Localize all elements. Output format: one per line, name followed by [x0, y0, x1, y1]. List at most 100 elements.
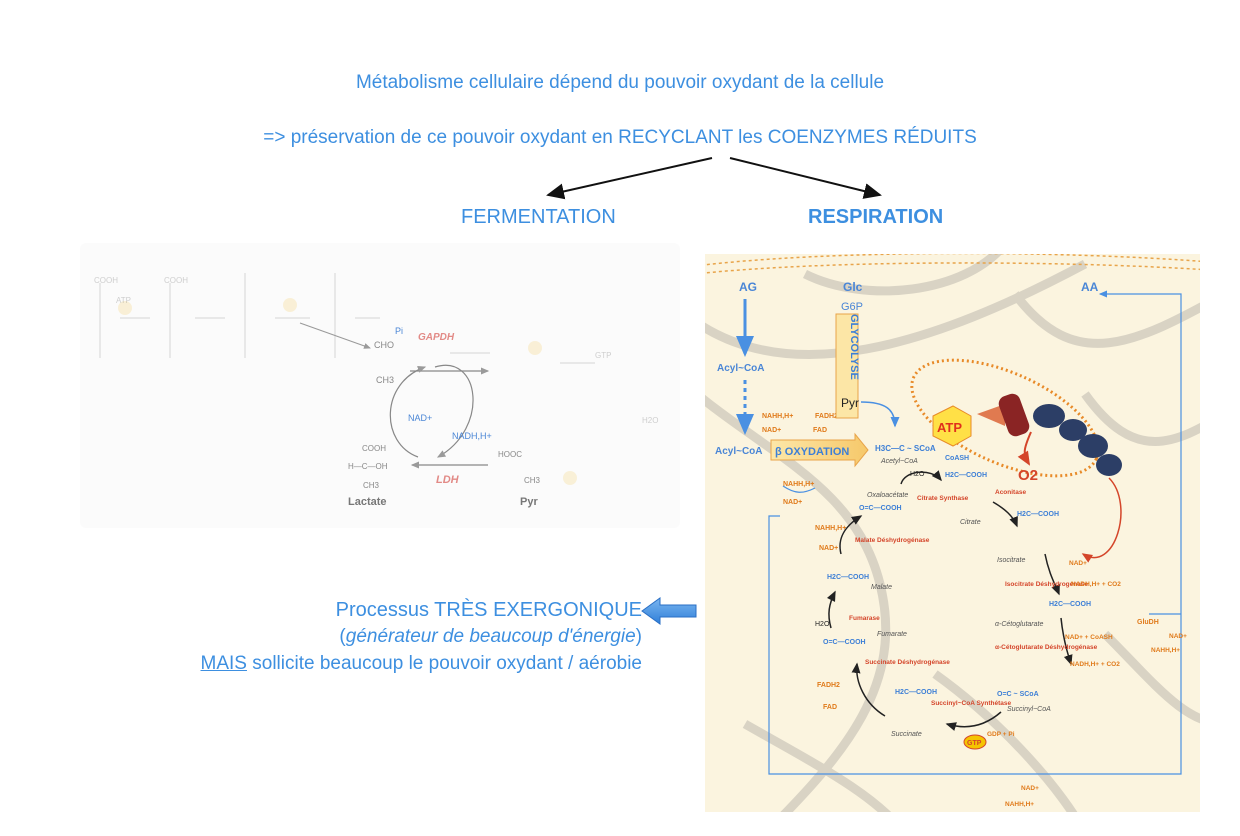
title-line-2: => préservation de ce pouvoir oxydant en… [263, 127, 977, 148]
mdh-nad-label: NAD+ [819, 545, 838, 552]
gdp-pi-label: GDP + Pi [987, 731, 1015, 738]
gtp-badge [963, 734, 987, 750]
note-mais-underlined: MAIS [200, 653, 247, 674]
o2-arrow [1017, 431, 1032, 466]
nadh-shuttle-arrow [782, 485, 816, 493]
beta-nad-label: NAD+ [762, 427, 781, 434]
arrow-to-respiration [729, 157, 882, 199]
respiration-label: RESPIRATION [808, 206, 944, 228]
ferm-pyr-hooc: HOOC [498, 450, 522, 459]
malate-formula: H2C—COOH [827, 574, 869, 581]
h2o-label: H2O [910, 471, 925, 478]
beta-nadh-label: NAHH,H+ [762, 413, 793, 420]
faded-glycolysis-steps [99, 273, 595, 485]
gludh-label: GluDH [1137, 619, 1159, 626]
akg-formula: H2C—COOH [1049, 601, 1091, 608]
ferm-cho-label: CHO [374, 340, 394, 350]
ferm-ch2-label: CH3 [376, 375, 394, 385]
aa-label: AA [1081, 280, 1099, 294]
fumarate-formula: O=C—COOH [823, 639, 866, 646]
isocitrate-formula: H2C—COOH [1017, 511, 1059, 518]
outer-return-loop [768, 290, 1182, 775]
isocitrate-dh-arrow [1044, 553, 1060, 596]
fermentation-diagram: COOH COOH ATP GTP H2O CHO CH3 Pi GAPDH N… [80, 243, 680, 528]
akg-dh-label: α-Cétoglutarate Déshydrogénase [995, 644, 1098, 651]
ferm-pyr-label: Pyr [520, 496, 538, 508]
bottom-nahh-label: NAHH,H+ [1005, 801, 1034, 808]
note-generateur-italic: générateur de beaucoup d'énergie [345, 626, 636, 647]
electron-transport-chain [1033, 404, 1122, 476]
fermentation-label: FERMENTATION [461, 206, 616, 228]
ferm-faded-atp-1: ATP [116, 296, 131, 305]
oxaloacetate-label: Oxaloacétate [867, 492, 908, 499]
fumarase-arrow [826, 590, 836, 629]
ferm-nad-cycle-left [389, 366, 427, 458]
ferm-faded-cooh-2: COOH [164, 276, 188, 285]
outer-membrane-inner [705, 262, 1200, 274]
coash-label: CoASH [945, 455, 969, 462]
beta-oxidation-arrow [770, 432, 869, 468]
arrow-to-fermentation [546, 157, 713, 200]
shuttle-nad-label: NAD+ [783, 499, 802, 506]
gludh-nahh-label: NAHH,H+ [1151, 647, 1180, 654]
ferm-lactate-label: Lactate [348, 496, 387, 508]
atp-synthase-stalk [998, 393, 1030, 437]
mdh-nadh-label: NAHH,H+ [815, 525, 846, 532]
succinyl-coa-label: Succinyl~CoA [1007, 706, 1051, 713]
succinyl-synthetase-arrow [945, 711, 1002, 731]
isocitrate-dh-label: Isocitrate Déshydrogénase [1005, 581, 1088, 588]
pyr-arrow [860, 401, 900, 428]
note-mais-rest: sollicite beaucoup le pouvoir oxydant / … [246, 653, 642, 674]
atp-badge [932, 405, 972, 447]
beta-oxidation-label: β OXYDATION [775, 446, 849, 458]
note-exergonique: Processus TRÈS EXERGONIQUE [335, 599, 642, 621]
ag-label: AG [739, 280, 757, 294]
acyl-coa-2-label: Acyl~CoA [715, 446, 763, 457]
o2-label: O2 [1018, 467, 1038, 484]
succinate-formula: H2C—COOH [895, 689, 937, 696]
note-mais: MAIS sollicite beaucoup le pouvoir oxyda… [201, 653, 642, 675]
acyl-coa-label: Acyl~CoA [717, 363, 765, 374]
glycolysis-bar [835, 313, 859, 419]
ferm-pyr-ch3: CH3 [524, 476, 541, 485]
citrate-synthase-label: Citrate Synthase [917, 495, 969, 502]
atp-synthase-head [977, 404, 1005, 426]
g6p-label: G6P [841, 301, 863, 313]
note-paren-close: ) [635, 626, 642, 647]
ferm-nadh-label: NADH,H+ [452, 431, 492, 441]
ferm-ldh-label: LDH [436, 474, 460, 486]
icdh-nad-label: NAD+ [1069, 560, 1087, 567]
beta-fadh2-label: FADH2 [815, 413, 838, 420]
ferm-lactate-cooh: COOH [362, 444, 386, 453]
akgdh-nadh-co2-label: NADH,H+ + CO2 [1070, 661, 1120, 668]
sdh-fadh2-label: FADH2 [817, 682, 840, 689]
beta-fad-label: FAD [813, 427, 827, 434]
ferm-faded-cooh-1: COOH [94, 276, 118, 285]
citrate-synthase-arrow [900, 470, 942, 485]
succinate-dh-label: Succinate Déshydrogénase [865, 659, 950, 666]
aconitase-label: Aconitase [995, 489, 1026, 496]
icdh-nadh-co2-label: NADH,H+ + CO2 [1071, 581, 1121, 588]
malate-label: Malate [871, 584, 892, 591]
malate-dh-arrow [839, 515, 863, 555]
fumarate-label: Fumarate [877, 631, 907, 638]
acetyl-coa-formula: H3C—C ~ SCoA [875, 444, 936, 453]
fumarase-h2o-label: H2O [815, 621, 830, 628]
ferm-nad-label: NAD+ [408, 413, 432, 423]
succinate-label: Succinate [891, 731, 922, 738]
respiration-diagram: AG Glc G6P AA Acyl~CoA Acyl~CoA β OXYDAT… [705, 254, 1200, 812]
mitochondrial-membranes [705, 254, 1200, 812]
isocitrate-label: Isocitrate [997, 557, 1026, 564]
akgdh-nad-coash-label: NAD+ + CoASH [1065, 634, 1113, 641]
pyr-label: Pyr [841, 396, 859, 410]
outer-membrane-top [705, 254, 1200, 266]
ferm-arrow-to-gapdh [299, 322, 371, 349]
glycolysis-label: GLYCOLYSE [848, 314, 860, 380]
shuttle-nadh-label: NAHH,H+ [783, 481, 814, 488]
nadh-to-etc-arrow [1081, 477, 1122, 563]
note-generateur: (générateur de beaucoup d'énergie) [339, 626, 642, 648]
ferm-faded-h2o: H2O [642, 416, 658, 425]
citrate-formula: H2C—COOH [945, 472, 987, 479]
ferm-gapdh-label: GAPDH [418, 332, 455, 343]
